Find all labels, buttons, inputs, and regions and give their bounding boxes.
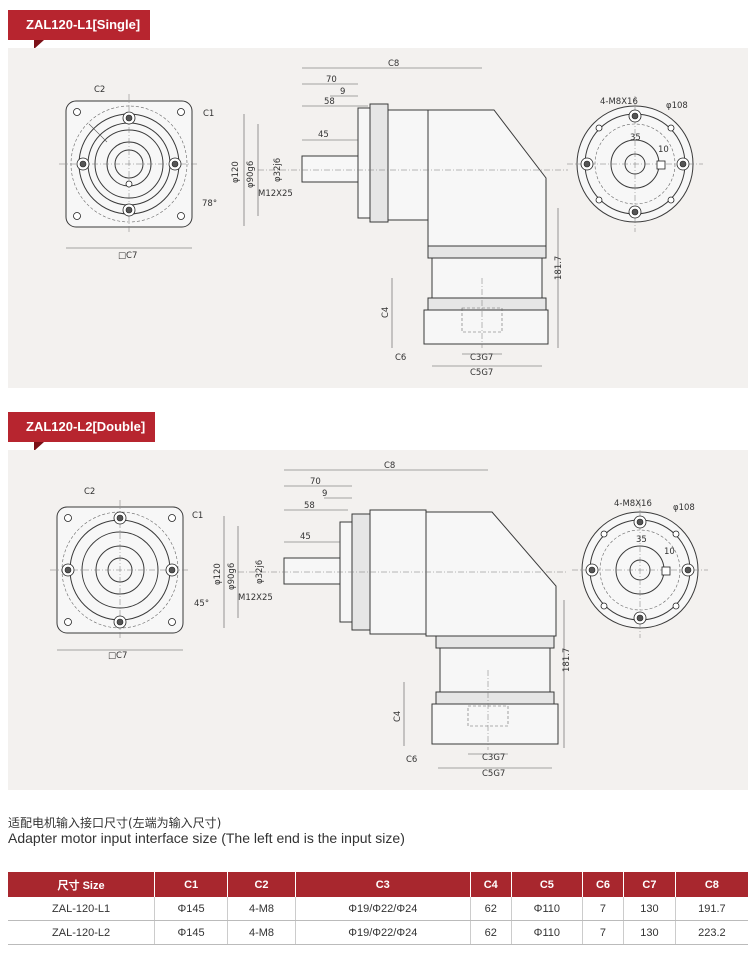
cell: 130 (623, 897, 676, 921)
header-c4: C4 (469, 872, 512, 897)
cell: Φ110 (510, 920, 583, 945)
cell: Φ145 (154, 920, 228, 945)
label-bolts: 4-M8X16 (600, 97, 638, 107)
caption-chinese: 适配电机输入接口尺寸(左端为输入尺寸) (8, 816, 222, 830)
label-c3: C3G7 (470, 353, 493, 363)
side-view (238, 509, 568, 750)
label-c6: C6 (395, 353, 406, 363)
caption-english: Adapter motor input interface size (The … (8, 830, 405, 846)
flange-view (50, 500, 190, 640)
label-c4: C4 (381, 307, 391, 318)
header-size: 尺寸 Size (8, 872, 155, 897)
label-m12: M12X25 (238, 593, 273, 603)
label-10: 10 (664, 547, 675, 557)
cell: 130 (623, 920, 676, 945)
cell: 4-M8 (227, 897, 296, 921)
label-10: 10 (658, 145, 669, 155)
label-phi120: φ120 (213, 563, 223, 585)
cell: 7 (581, 920, 624, 945)
drawing-single: C2 C1 78° □C7 C8 70 9 58 45 φ120 φ90g6 φ… (59, 59, 703, 378)
header-c2: C2 (227, 872, 296, 897)
label-phi90: φ90g6 (227, 563, 237, 590)
label-m12: M12X25 (258, 189, 293, 199)
label-45: 45 (318, 130, 329, 140)
label-phi120: φ120 (231, 161, 241, 183)
table-row: ZAL-120-L2 Φ145 4-M8 Φ19/Φ22/Φ24 62 Φ110… (8, 920, 748, 945)
cell: 4-M8 (227, 920, 296, 945)
label-angle: 45° (194, 599, 209, 609)
header-c7: C7 (623, 872, 676, 897)
label-phi108: φ108 (666, 101, 688, 111)
header-c6: C6 (581, 872, 624, 897)
label-c4: C4 (393, 711, 403, 722)
label-phi32: φ32j6 (255, 560, 265, 584)
cell: 7 (581, 897, 624, 921)
drawing-double: C2 C1 45° □C7 C8 70 9 58 45 φ120 φ90g6 φ… (50, 461, 708, 779)
label-c7: □C7 (118, 251, 137, 261)
output-view (567, 96, 703, 232)
label-c5: C5G7 (470, 368, 493, 378)
label-c1: C1 (203, 109, 214, 119)
label-c8: C8 (384, 461, 395, 471)
label-c6: C6 (406, 755, 417, 765)
table-row: ZAL-120-L1 Φ145 4-M8 Φ19/Φ22/Φ24 62 Φ110… (8, 897, 748, 921)
label-phi32: φ32j6 (273, 158, 283, 182)
flange-view (59, 94, 199, 234)
cell: 62 (469, 920, 512, 945)
cell: Φ110 (510, 897, 583, 921)
label-181: 181.7 (554, 256, 564, 280)
header-c3: C3 (294, 872, 471, 897)
label-c3: C3G7 (482, 753, 505, 763)
label-35: 35 (636, 535, 647, 545)
label-70: 70 (310, 477, 321, 487)
cell: ZAL-120-L1 (8, 897, 155, 921)
section-title-double: ZAL120-L2[Double] (8, 412, 156, 451)
label-c2: C2 (84, 487, 95, 497)
label-angle: 78° (202, 199, 217, 209)
output-view (572, 502, 708, 638)
label-phi90: φ90g6 (246, 161, 256, 188)
cell: ZAL-120-L2 (8, 920, 155, 945)
cell: 223.2 (674, 920, 748, 945)
label-70: 70 (326, 75, 337, 85)
label-c5: C5G7 (482, 769, 505, 779)
cell: Φ19/Φ22/Φ24 (294, 920, 471, 945)
label-35: 35 (630, 133, 641, 143)
label-c8: C8 (388, 59, 399, 69)
label-phi108: φ108 (673, 503, 695, 513)
table-header-row: 尺寸 Size C1 C2 C3 C4 C5 C6 C7 C8 (8, 872, 748, 897)
label-181: 181.7 (562, 648, 572, 672)
label-c7: □C7 (108, 651, 127, 661)
label-58: 58 (304, 501, 315, 511)
cell: 62 (469, 897, 512, 921)
label-9: 9 (340, 87, 345, 97)
label-bolts: 4-M8X16 (614, 499, 652, 509)
side-view (258, 103, 568, 348)
label-c1: C1 (192, 511, 203, 521)
cell: Φ145 (154, 897, 228, 921)
cell: Φ19/Φ22/Φ24 (294, 897, 471, 921)
label-45: 45 (300, 532, 311, 542)
header-c8: C8 (674, 872, 748, 897)
label-58: 58 (324, 97, 335, 107)
cell: 191.7 (674, 897, 748, 921)
label-9: 9 (322, 489, 327, 499)
section-title-single: ZAL120-L1[Single] (8, 10, 151, 49)
header-c5: C5 (510, 872, 583, 897)
spec-table: 尺寸 Size C1 C2 C3 C4 C5 C6 C7 C8 ZAL-120-… (8, 872, 748, 945)
header-c1: C1 (154, 872, 228, 897)
label-c2: C2 (94, 85, 105, 95)
